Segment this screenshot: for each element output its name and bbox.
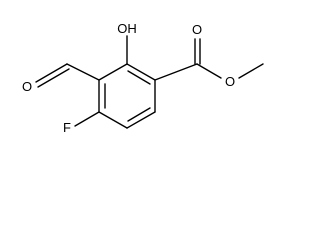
hydroxyl-label: OH	[117, 21, 137, 36]
bond-ester-oxygen-methyl	[238, 63, 264, 79]
bond-c5-fluorine	[74, 111, 100, 127]
ring-bond-c4-c5	[98, 111, 128, 129]
benzene-ring	[98, 63, 156, 129]
bond-ester-carbon-oxygen	[196, 63, 222, 79]
bond-aldehyde-carbonyl-b	[37, 68, 70, 88]
bond-c2-ester-carbon	[154, 63, 198, 81]
ring-bond-c1-c2	[126, 63, 156, 81]
bond-c6-aldehyde-carbon	[66, 63, 100, 81]
bond-aldehyde-carbonyl-a	[35, 63, 68, 83]
chemical-structure-diagram: OH O O O F	[22, 21, 264, 135]
ring-bond-c6-c1	[98, 63, 128, 81]
fluorine-label: F	[63, 120, 71, 135]
ester-oxygen-label: O	[225, 74, 235, 89]
aldehyde-oxygen-label: O	[22, 79, 32, 94]
ester-carbonyl-oxygen-label: O	[192, 22, 202, 37]
ring-bond-c3-c4	[126, 111, 156, 129]
ring-double-bond-c3-c4	[127, 107, 151, 122]
ring-double-bond-c1-c2	[127, 70, 151, 85]
